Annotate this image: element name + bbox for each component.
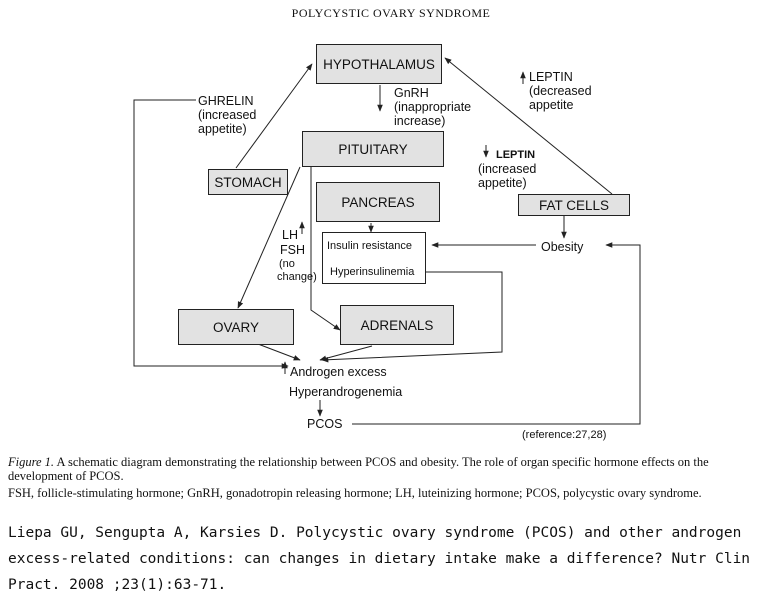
arrow-pituitary-adrenals: [310, 167, 341, 331]
arrow-ghrelin-androgen: [133, 99, 289, 369]
reference-label: (reference:27,28): [522, 429, 607, 441]
leptin-decreased-label: LEPTIN (decreased appetite: [529, 70, 592, 112]
arrow-hyperinsulinemia-androgen: [321, 271, 503, 363]
citation-text: Liepa GU, Sengupta A, Karsies D. Polycys…: [8, 525, 751, 593]
obesity-label: Obesity: [541, 240, 584, 254]
arrow-fatcells-hypothalamus: [444, 57, 613, 195]
hyperandrogenemia-label: Hyperandrogenemia: [289, 385, 403, 399]
arrow-ovary-androgen: [257, 343, 301, 361]
pituitary-box: PITUITARY: [302, 131, 444, 167]
gnrh-label: GnRH (inappropriate increase): [394, 86, 472, 128]
fsh-label: FSH: [280, 243, 305, 257]
insulin-box: [322, 232, 426, 284]
caption-abbreviations: FSH, follicle-stimulating hormone; GnRH,…: [8, 486, 702, 500]
fsh-note-label: (no change): [277, 258, 317, 283]
pcos-label: PCOS: [307, 417, 343, 431]
ovary-box: OVARY: [178, 309, 294, 345]
fat-cells-box: FAT CELLS: [518, 194, 630, 216]
arrow-adrenals-androgen: [319, 345, 373, 362]
caption-text: A schematic diagram demonstrating the re…: [8, 455, 709, 483]
page-header: POLYCYSTIC OVARY SYNDROME: [291, 6, 491, 20]
hyperinsulinemia-label: Hyperinsulinemia: [330, 266, 415, 278]
androgen-excess-label: Androgen excess: [290, 365, 387, 379]
pancreas-box: PANCREAS: [316, 182, 440, 222]
hypothalamus-box: HYPOTHALAMUS: [316, 44, 442, 84]
stomach-box: STOMACH: [208, 169, 288, 195]
arrow-pituitary-ovary: [237, 166, 301, 309]
figure-caption: Figure 1. A schematic diagram demonstrat…: [8, 455, 774, 483]
arrow-stomach-hypothalamus: [235, 63, 313, 169]
leptin-increased-label: LEPTIN (increased appetite): [478, 149, 537, 190]
figure-label: Figure 1.: [8, 455, 55, 469]
insulin-resistance-label: Insulin resistance: [327, 240, 412, 252]
arrow-pcos-obesity: [352, 242, 641, 425]
lh-label: LH: [282, 228, 298, 242]
ghrelin-label: GHRELIN (increased appetite): [198, 94, 257, 136]
adrenals-box: ADRENALS: [340, 305, 454, 345]
